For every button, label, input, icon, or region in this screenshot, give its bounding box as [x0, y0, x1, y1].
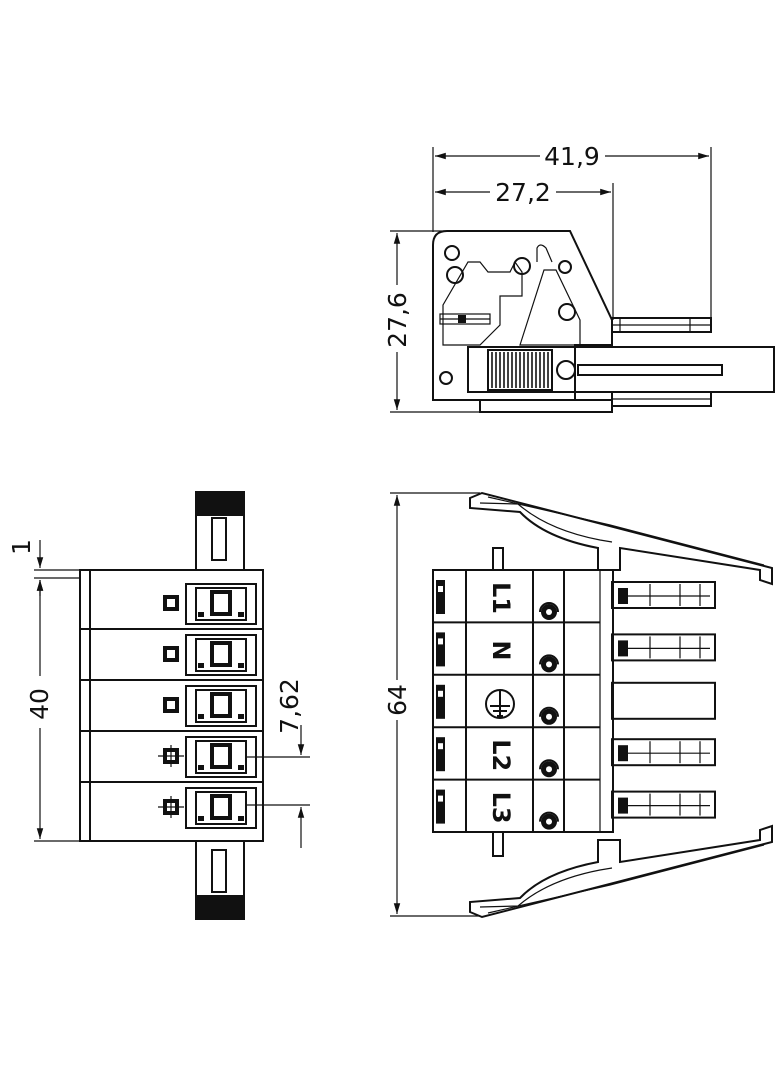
dim-label-height-front: 40: [25, 688, 54, 720]
hatched-grip: [487, 349, 553, 391]
dim-pitch: 7,62: [275, 678, 305, 848]
dim-height-front: 40: [25, 580, 54, 839]
slot-icon: [439, 313, 491, 325]
side-pole-4: L2: [436, 737, 716, 778]
earth-ground-icon: [485, 689, 515, 719]
side-pole-3: [436, 681, 716, 725]
front-pole-2: [163, 634, 257, 676]
dim-width-total: 41,9: [435, 142, 709, 171]
dim-label-width-total: 41,9: [544, 142, 600, 171]
dim-overhang: 1: [7, 539, 44, 596]
front-pole-4: [158, 736, 257, 778]
front-view: 1 40 7,62: [7, 491, 310, 920]
pin-label-2: N: [487, 640, 515, 660]
front-pole-3: [163, 685, 257, 727]
dim-label-width-partial: 27,2: [495, 178, 551, 207]
dim-label-overhang: 1: [7, 539, 36, 555]
pin-label-1: L1: [487, 582, 515, 614]
front-pole-5: [158, 787, 257, 829]
dim-width-partial: 27,2: [435, 178, 611, 207]
dim-label-height-side: 64: [383, 684, 412, 716]
front-pole-1: [163, 583, 257, 625]
top-view: 41,9 27,2 27,6: [383, 142, 775, 413]
side-pole-2: N: [436, 632, 716, 673]
dim-label-pitch: 7,62: [275, 678, 304, 734]
side-pole-1: L1: [436, 580, 716, 620]
pin-label-5: L3: [487, 792, 515, 824]
pin-label-4: L2: [487, 739, 515, 771]
dim-height-top: 27,6: [383, 233, 412, 410]
dim-label-height-top: 27,6: [383, 292, 412, 348]
side-pole-5: L3: [436, 789, 716, 830]
dim-height-side: 64: [383, 495, 412, 914]
